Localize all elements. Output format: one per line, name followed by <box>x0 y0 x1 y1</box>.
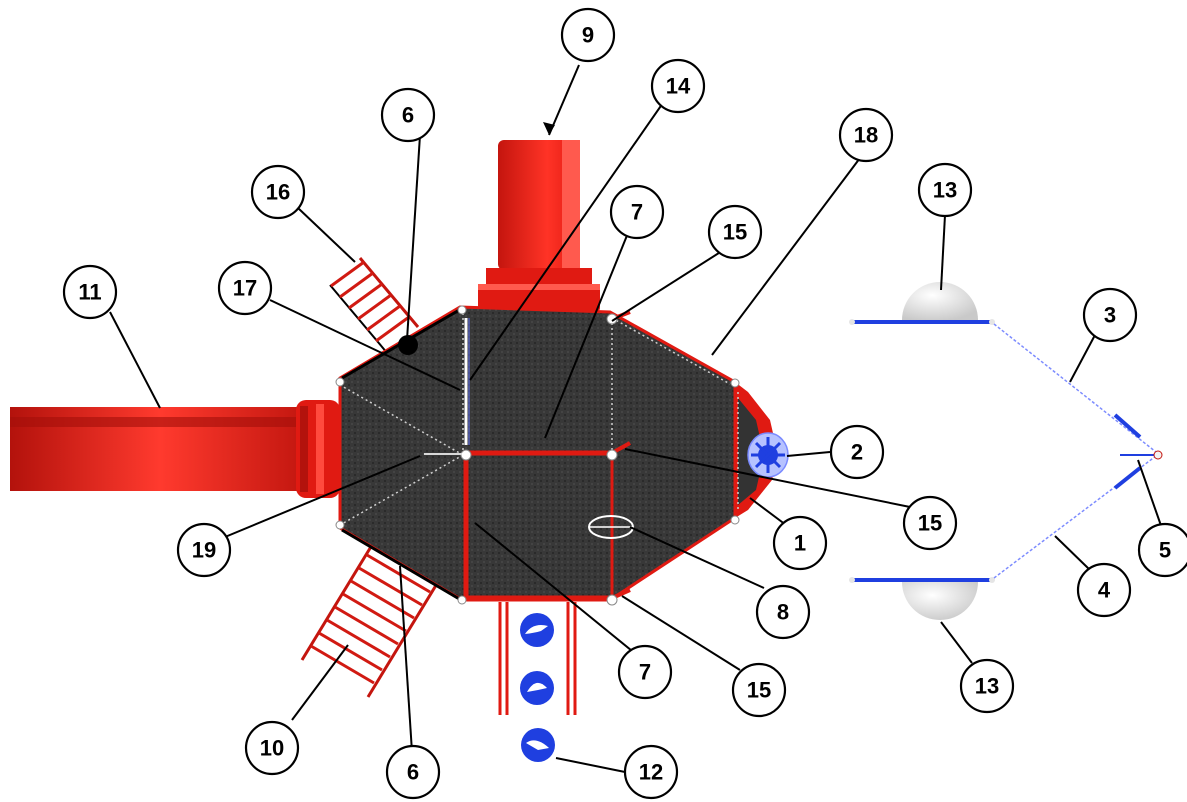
svg-text:6: 6 <box>407 760 419 785</box>
callout-17: 17 <box>217 260 273 316</box>
svg-text:15: 15 <box>723 220 747 245</box>
upper-ladder <box>329 257 420 355</box>
callout-7: 7 <box>617 644 673 700</box>
callout-12: 12 <box>623 744 679 800</box>
callout-15: 15 <box>707 204 763 260</box>
lower-ladder <box>300 544 440 698</box>
svg-text:14: 14 <box>666 74 691 99</box>
callout-7: 7 <box>609 184 665 240</box>
callout-15: 15 <box>902 495 958 551</box>
svg-text:1: 1 <box>794 531 806 556</box>
callout-4: 4 <box>1076 562 1132 618</box>
callout-16: 16 <box>250 164 306 220</box>
svg-text:3: 3 <box>1104 303 1116 328</box>
svg-text:7: 7 <box>639 660 651 685</box>
svg-text:8: 8 <box>777 600 789 625</box>
straight-slide <box>10 400 340 498</box>
svg-text:18: 18 <box>854 123 878 148</box>
callout-15: 15 <box>731 662 787 718</box>
shark-panel-top <box>520 613 554 647</box>
steering-wheel-panel <box>747 432 789 478</box>
svg-text:2: 2 <box>851 440 863 465</box>
callout-2: 2 <box>829 424 885 480</box>
callout-3: 3 <box>1082 287 1138 343</box>
dome-bottom <box>849 577 995 620</box>
svg-text:15: 15 <box>918 511 942 536</box>
callout-10: 10 <box>244 720 300 776</box>
callout-11: 11 <box>62 264 118 320</box>
svg-text:4: 4 <box>1098 578 1111 603</box>
svg-text:13: 13 <box>933 178 957 203</box>
shark-panel-bottom <box>521 728 555 762</box>
callout-14: 14 <box>650 58 706 114</box>
svg-text:15: 15 <box>747 678 771 703</box>
svg-text:16: 16 <box>266 180 290 205</box>
cable-upper <box>993 323 1157 453</box>
dome-top <box>849 282 995 325</box>
callout-1: 1 <box>772 515 828 571</box>
svg-text:10: 10 <box>260 736 284 761</box>
shark-panel-middle <box>520 671 554 705</box>
deck-platform <box>335 305 778 606</box>
callout-5: 5 <box>1137 522 1187 578</box>
callout-6: 6 <box>385 744 441 800</box>
leader-lines <box>109 64 1166 773</box>
callout-8: 8 <box>755 584 811 640</box>
tube-slide <box>478 140 600 312</box>
callout-6: 6 <box>380 87 436 143</box>
callout-9: 9 <box>560 7 616 63</box>
pole-climber <box>498 602 577 715</box>
callout-18: 18 <box>838 107 894 163</box>
callout-13: 13 <box>959 658 1015 714</box>
svg-text:11: 11 <box>78 280 101 305</box>
svg-text:6: 6 <box>402 103 414 128</box>
callout-13: 13 <box>917 162 973 218</box>
svg-text:5: 5 <box>1159 538 1171 563</box>
svg-text:7: 7 <box>631 200 643 225</box>
svg-text:13: 13 <box>975 674 999 699</box>
cable-junction <box>1120 450 1163 460</box>
callout-19: 19 <box>176 522 232 578</box>
svg-text:17: 17 <box>233 276 257 301</box>
svg-text:12: 12 <box>639 760 663 785</box>
cable-lower <box>993 455 1157 579</box>
svg-text:9: 9 <box>582 23 594 48</box>
svg-text:19: 19 <box>192 538 216 563</box>
